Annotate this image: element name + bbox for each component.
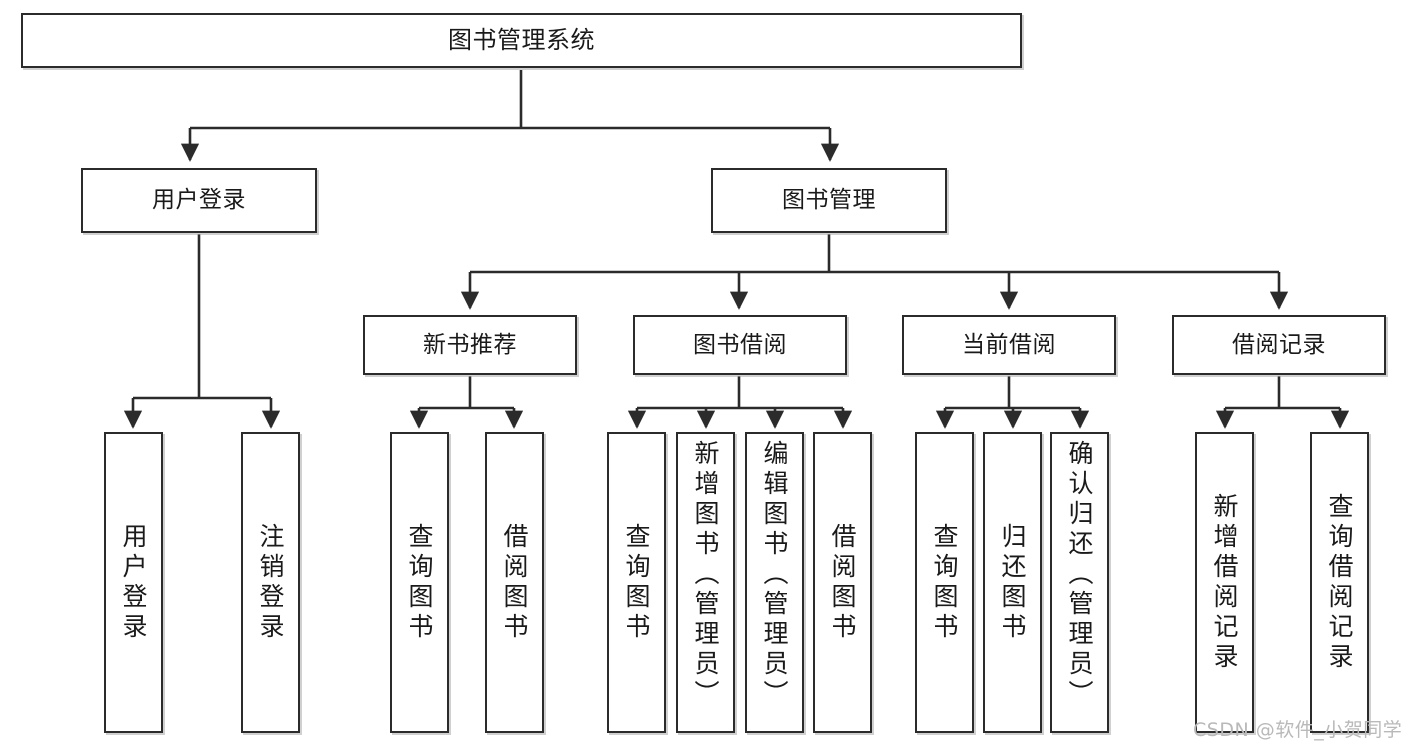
node-new-book-recommend[interactable]: 新书推荐 — [363, 315, 577, 375]
node-label: 确认归还（管理员） — [1065, 440, 1094, 710]
leaf-current-borrow-query-book[interactable]: 查询图书 — [915, 432, 974, 733]
node-label: 用户登录 — [119, 522, 148, 643]
node-label: 新增图书（管理员） — [691, 440, 720, 710]
node-label: 查询借阅记录 — [1325, 492, 1354, 673]
node-root-book-management-system[interactable]: 图书管理系统 — [21, 13, 1022, 68]
node-label: 编辑图书（管理员） — [760, 440, 789, 710]
node-label: 查询图书 — [405, 522, 434, 643]
node-label: 注销登录 — [256, 522, 285, 643]
leaf-current-borrow-confirm-return-admin[interactable]: 确认归还（管理员） — [1050, 432, 1109, 733]
node-book-borrow[interactable]: 图书借阅 — [633, 315, 847, 375]
node-label: 图书借阅 — [693, 331, 787, 358]
node-label: 查询图书 — [622, 522, 651, 643]
node-label: 归还图书 — [998, 522, 1027, 643]
node-label: 新增借阅记录 — [1210, 492, 1239, 673]
leaf-borrow-record-add-record[interactable]: 新增借阅记录 — [1195, 432, 1254, 733]
node-label: 借阅记录 — [1232, 331, 1326, 358]
node-label: 新书推荐 — [423, 331, 517, 358]
leaf-book-borrow-borrow-book[interactable]: 借阅图书 — [813, 432, 872, 733]
leaf-borrow-record-query-record[interactable]: 查询借阅记录 — [1310, 432, 1369, 733]
leaf-current-borrow-return-book[interactable]: 归还图书 — [983, 432, 1042, 733]
leaf-user-login-logout[interactable]: 注销登录 — [241, 432, 300, 733]
leaf-new-book-borrow-book[interactable]: 借阅图书 — [485, 432, 544, 733]
node-current-borrow[interactable]: 当前借阅 — [902, 315, 1116, 375]
node-label: 当前借阅 — [962, 331, 1056, 358]
node-label: 图书管理 — [782, 187, 876, 214]
node-book-management[interactable]: 图书管理 — [711, 168, 947, 233]
node-label: 借阅图书 — [828, 522, 857, 643]
leaf-book-borrow-add-book-admin[interactable]: 新增图书（管理员） — [676, 432, 735, 733]
csdn-watermark: CSDN @软件_小贺同学 — [1193, 719, 1403, 741]
node-user-login[interactable]: 用户登录 — [81, 168, 317, 233]
node-borrow-record[interactable]: 借阅记录 — [1172, 315, 1386, 375]
node-label: 用户登录 — [152, 187, 246, 214]
node-label: 借阅图书 — [500, 522, 529, 643]
leaf-book-borrow-query-book[interactable]: 查询图书 — [607, 432, 666, 733]
leaf-book-borrow-edit-book-admin[interactable]: 编辑图书（管理员） — [745, 432, 804, 733]
node-label: 图书管理系统 — [448, 25, 595, 54]
leaf-user-login-login[interactable]: 用户登录 — [104, 432, 163, 733]
leaf-new-book-query-book[interactable]: 查询图书 — [390, 432, 449, 733]
node-label: 查询图书 — [930, 522, 959, 643]
